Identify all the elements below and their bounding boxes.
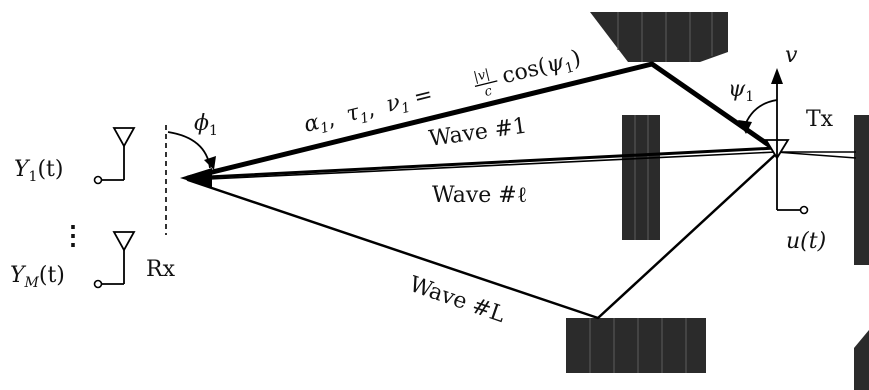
scatterer-top — [590, 12, 728, 62]
rx-label: Rx — [146, 257, 176, 282]
frac-numerator: |v| — [472, 67, 491, 85]
nu-symbol: ν — [384, 90, 403, 117]
wave-1-ray — [185, 61, 779, 181]
scatterer-right-lower — [854, 330, 869, 390]
wave-L-label: Wave #L — [406, 272, 508, 328]
frac-denominator: c — [483, 84, 494, 100]
phi-arc-arrowhead — [204, 156, 216, 170]
ym-output-label: YM(t) — [10, 263, 65, 291]
psi-arc-arrowhead — [738, 120, 752, 134]
wave-ell-ray — [186, 146, 778, 181]
cos-text: cos( — [500, 54, 550, 89]
svg-text:α1, τ1, ν1=: α1, τ1, ν1= — [301, 82, 435, 141]
wave-L-ray — [186, 152, 778, 320]
tx-label: Tx — [806, 107, 834, 132]
rx-arrowhead — [180, 168, 212, 188]
tx-feed-terminal — [799, 205, 809, 215]
phi-label: ϕ1 — [194, 111, 218, 139]
psi-label: ψ1 — [728, 77, 754, 105]
velocity-arrowhead — [771, 68, 783, 84]
antenna-ellipsis: ⋮ — [60, 221, 86, 251]
tx-right-ray — [775, 151, 857, 159]
scatterer-right-upper — [854, 115, 869, 265]
ray-parameters-label: α1, τ1, ν1= |v| c cos(ψ1) — [301, 46, 583, 141]
wave-ell-label: Wave #ℓ — [432, 183, 527, 208]
antenna-ym — [93, 231, 136, 289]
scatterer-bottom — [566, 318, 706, 373]
antenna-y1 — [93, 127, 136, 185]
alpha-symbol: α — [301, 110, 322, 138]
phi-angle-arc — [167, 131, 211, 169]
y1-output-label: Y1(t) — [14, 157, 63, 185]
wave-1-label: Wave #1 — [427, 113, 528, 151]
tx-signal-label: u(t) — [786, 229, 826, 254]
velocity-label: v — [785, 43, 798, 68]
scatterer-middle — [622, 115, 660, 240]
